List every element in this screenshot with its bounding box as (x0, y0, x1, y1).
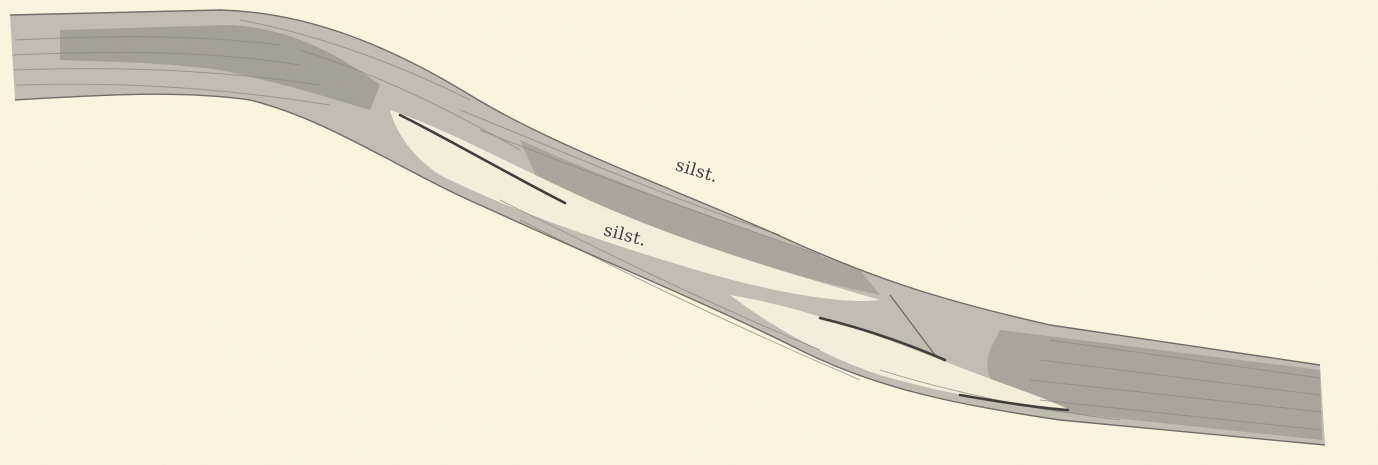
sketch-drawing (0, 0, 1378, 465)
pencil-sketch: silst. silst. (0, 0, 1378, 465)
